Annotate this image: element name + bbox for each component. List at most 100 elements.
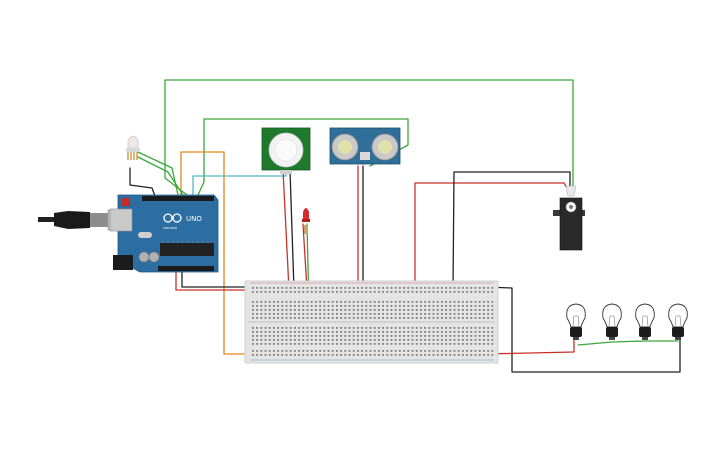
breadboard-hole[interactable] <box>428 350 431 352</box>
breadboard-hole[interactable] <box>281 343 284 345</box>
breadboard-hole[interactable] <box>298 301 300 303</box>
breadboard-hole[interactable] <box>420 309 422 311</box>
breadboard-hole[interactable] <box>487 313 489 315</box>
breadboard-hole[interactable] <box>302 317 305 319</box>
breadboard-hole[interactable] <box>298 327 300 329</box>
breadboard-hole[interactable] <box>285 354 288 356</box>
breadboard-hole[interactable] <box>306 317 309 319</box>
wire-green-ultrasonic[interactable] <box>197 118 409 196</box>
breadboard-hole[interactable] <box>294 354 296 356</box>
breadboard-hole[interactable] <box>436 309 439 311</box>
breadboard-hole[interactable] <box>382 343 384 345</box>
breadboard-hole[interactable] <box>327 327 330 329</box>
breadboard-hole[interactable] <box>445 331 447 333</box>
breadboard-hole[interactable] <box>462 291 464 293</box>
breadboard-hole[interactable] <box>298 291 300 293</box>
breadboard-hole[interactable] <box>281 313 284 315</box>
breadboard-hole[interactable] <box>415 331 418 333</box>
breadboard-hole[interactable] <box>348 331 351 333</box>
breadboard-hole[interactable] <box>336 291 338 293</box>
breadboard-hole[interactable] <box>348 287 351 289</box>
breadboard-hole[interactable] <box>457 313 460 315</box>
breadboard-hole[interactable] <box>289 301 292 303</box>
breadboard-hole[interactable] <box>483 327 485 329</box>
breadboard-hole[interactable] <box>390 301 393 303</box>
breadboard-hole[interactable] <box>436 327 439 329</box>
breadboard-hole[interactable] <box>260 291 263 293</box>
breadboard-hole[interactable] <box>491 291 494 293</box>
breadboard-hole[interactable] <box>474 343 477 345</box>
breadboard-hole[interactable] <box>399 339 401 341</box>
breadboard-hole[interactable] <box>260 335 263 337</box>
breadboard-hole[interactable] <box>315 350 317 352</box>
breadboard-hole[interactable] <box>369 309 372 311</box>
breadboard-hole[interactable] <box>449 287 452 289</box>
breadboard-hole[interactable] <box>373 301 376 303</box>
breadboard-hole[interactable] <box>420 354 422 356</box>
breadboard-hole[interactable] <box>340 287 342 289</box>
breadboard-hole[interactable] <box>268 354 271 356</box>
breadboard-hole[interactable] <box>432 309 435 311</box>
breadboard-hole[interactable] <box>252 335 254 337</box>
breadboard-hole[interactable] <box>344 331 347 333</box>
breadboard-hole[interactable] <box>298 331 300 333</box>
breadboard-hole[interactable] <box>365 313 368 315</box>
breadboard-hole[interactable] <box>277 305 279 307</box>
breadboard-hole[interactable] <box>336 354 338 356</box>
breadboard-hole[interactable] <box>478 305 481 307</box>
breadboard-hole[interactable] <box>483 301 485 303</box>
breadboard-hole[interactable] <box>491 339 494 341</box>
breadboard-hole[interactable] <box>378 313 380 315</box>
breadboard-hole[interactable] <box>331 350 334 352</box>
breadboard-hole[interactable] <box>411 287 414 289</box>
breadboard-hole[interactable] <box>348 317 351 319</box>
breadboard-hole[interactable] <box>331 317 334 319</box>
breadboard-hole[interactable] <box>474 327 477 329</box>
breadboard-hole[interactable] <box>457 317 460 319</box>
breadboard-hole[interactable] <box>483 309 485 311</box>
breadboard-hole[interactable] <box>478 317 481 319</box>
breadboard-hole[interactable] <box>462 305 464 307</box>
breadboard-hole[interactable] <box>268 313 271 315</box>
breadboard-hole[interactable] <box>281 301 284 303</box>
breadboard-hole[interactable] <box>411 301 414 303</box>
breadboard-hole[interactable] <box>365 309 368 311</box>
breadboard-hole[interactable] <box>319 309 321 311</box>
breadboard-hole[interactable] <box>277 331 279 333</box>
breadboard-hole[interactable] <box>453 291 456 293</box>
breadboard-hole[interactable] <box>357 327 359 329</box>
breadboard-hole[interactable] <box>319 331 321 333</box>
breadboard-hole[interactable] <box>449 313 452 315</box>
breadboard-hole[interactable] <box>453 305 456 307</box>
breadboard-hole[interactable] <box>352 350 355 352</box>
breadboard-hole[interactable] <box>277 317 279 319</box>
breadboard-hole[interactable] <box>407 335 410 337</box>
breadboard-hole[interactable] <box>373 335 376 337</box>
breadboard-hole[interactable] <box>302 301 305 303</box>
breadboard-hole[interactable] <box>252 313 254 315</box>
breadboard-hole[interactable] <box>441 301 443 303</box>
breadboard-hole[interactable] <box>424 287 426 289</box>
breadboard-hole[interactable] <box>361 301 363 303</box>
breadboard-hole[interactable] <box>256 291 258 293</box>
breadboard-hole[interactable] <box>298 343 300 345</box>
breadboard-hole[interactable] <box>340 354 342 356</box>
wire-led-red[interactable] <box>302 223 308 291</box>
breadboard-hole[interactable] <box>268 335 271 337</box>
breadboard-hole[interactable] <box>491 327 494 329</box>
breadboard-hole[interactable] <box>319 335 321 337</box>
breadboard-hole[interactable] <box>315 343 317 345</box>
breadboard-hole[interactable] <box>273 339 275 341</box>
breadboard-hole[interactable] <box>445 339 447 341</box>
breadboard-hole[interactable] <box>352 354 355 356</box>
breadboard-hole[interactable] <box>491 309 494 311</box>
breadboard-hole[interactable] <box>420 327 422 329</box>
breadboard-hole[interactable] <box>483 335 485 337</box>
breadboard-hole[interactable] <box>462 343 464 345</box>
breadboard-hole[interactable] <box>365 317 368 319</box>
breadboard-hole[interactable] <box>453 301 456 303</box>
breadboard-hole[interactable] <box>323 313 326 315</box>
breadboard-hole[interactable] <box>424 305 426 307</box>
breadboard-hole[interactable] <box>344 301 347 303</box>
breadboard-hole[interactable] <box>386 354 389 356</box>
